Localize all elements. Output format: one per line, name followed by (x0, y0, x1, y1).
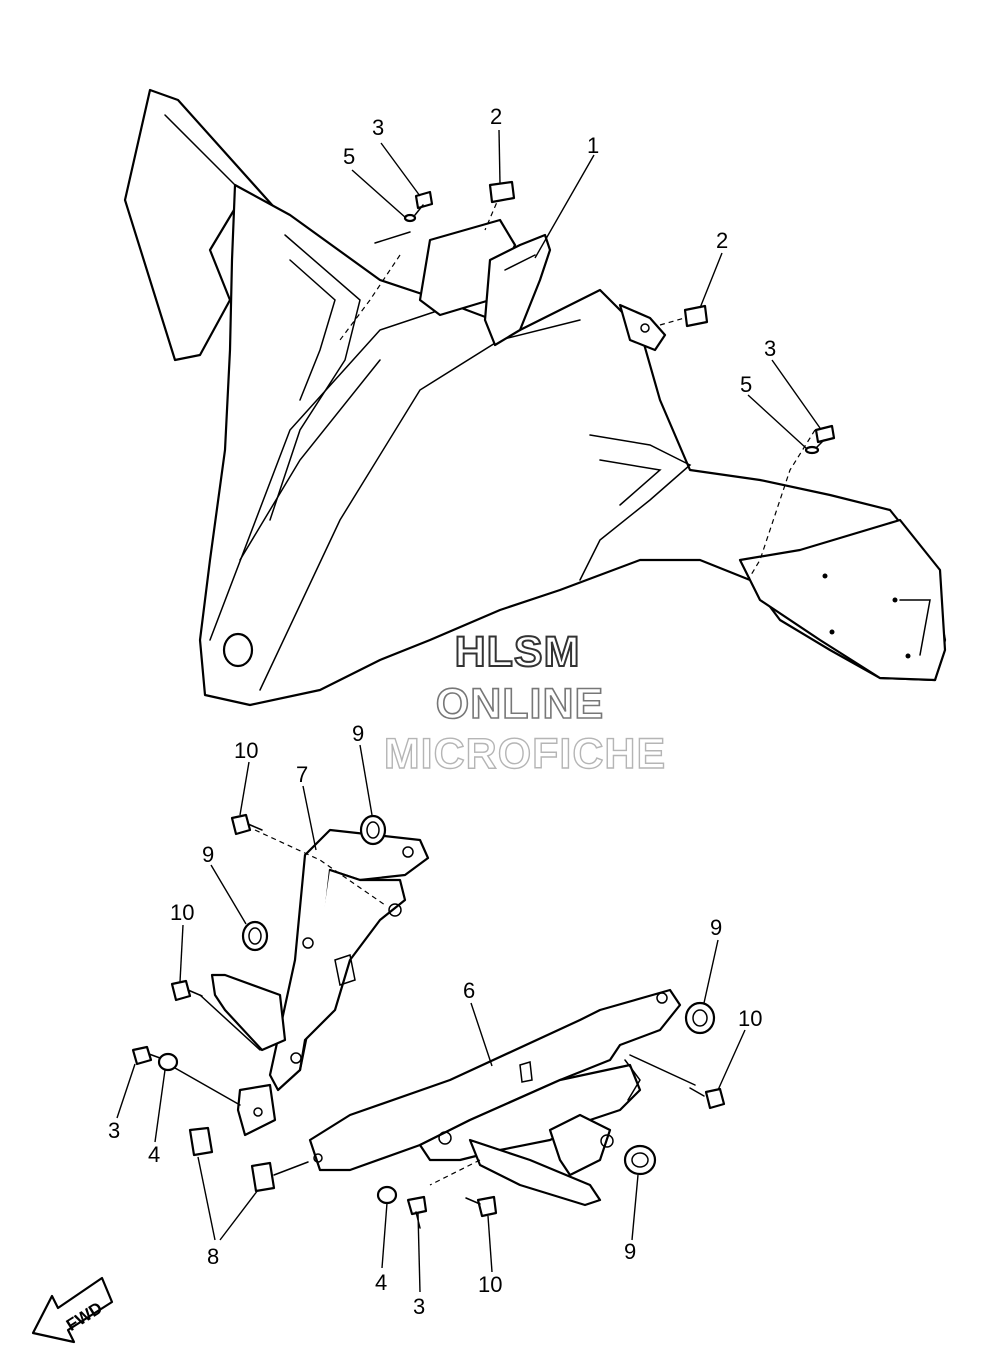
callout-10: 10 (234, 738, 258, 763)
callout-9: 9 (624, 1239, 636, 1264)
watermark-line-2: ONLINE (435, 679, 605, 729)
bracket-7-hardware (131, 813, 387, 1157)
callout-2: 2 (716, 228, 728, 253)
callout-9: 9 (352, 721, 364, 746)
fender-hardware (403, 180, 836, 455)
bracket-7 (199, 828, 430, 1137)
callout-3: 3 (413, 1294, 425, 1319)
bracket-6 (308, 988, 696, 1207)
callout-4: 4 (148, 1142, 160, 1167)
callout-10: 10 (738, 1006, 762, 1031)
watermark-line-3: MICROFICHE (383, 729, 667, 778)
callout-5: 5 (740, 372, 752, 397)
callout-labels: 1 2 2 3 3 3 3 4 4 5 5 6 7 8 9 9 9 9 10 1… (108, 104, 776, 1319)
front-fender (123, 88, 947, 707)
callout-10: 10 (170, 900, 194, 925)
watermark-line-1: HLSM (454, 627, 581, 677)
callout-6: 6 (463, 978, 475, 1003)
callout-3: 3 (372, 115, 384, 140)
callout-4: 4 (375, 1270, 387, 1295)
callout-9: 9 (710, 915, 722, 940)
callout-10: 10 (478, 1272, 502, 1297)
callout-3: 3 (764, 336, 776, 361)
callout-2: 2 (490, 104, 502, 129)
leader-lines (116, 129, 821, 1293)
fwd-arrow-icon: FWD (31, 1276, 114, 1344)
callout-3: 3 (108, 1118, 120, 1143)
callout-7: 7 (296, 762, 308, 787)
bracket-6-hardware (250, 1001, 726, 1229)
callout-5: 5 (343, 144, 355, 169)
callout-1: 1 (587, 133, 599, 158)
callout-9: 9 (202, 842, 214, 867)
callout-8: 8 (207, 1244, 219, 1269)
